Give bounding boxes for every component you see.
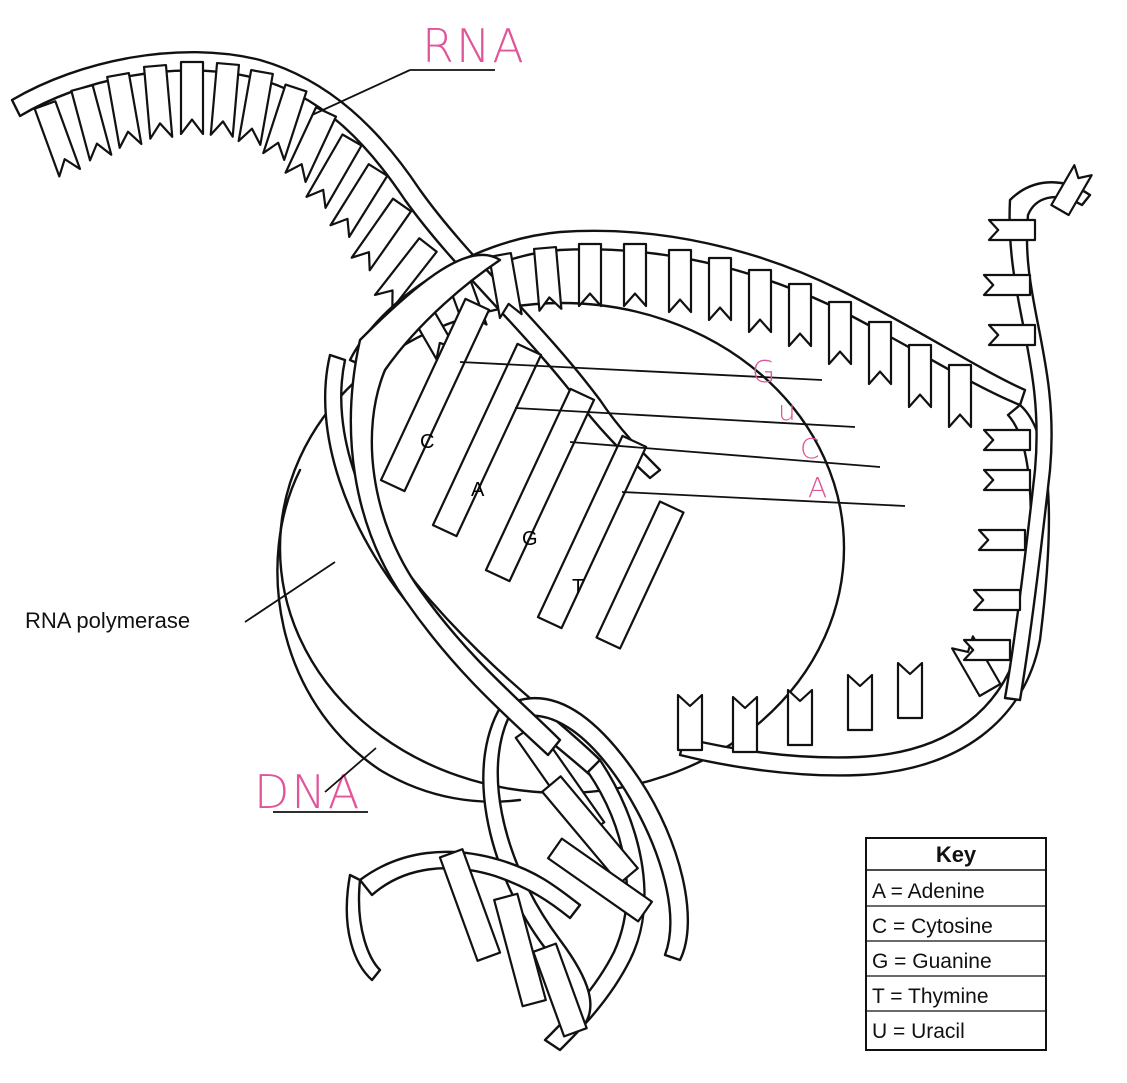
key-box: Key A = Adenine C = Cytosine G = Guanine…	[866, 838, 1046, 1050]
dna-label-group: DNA	[254, 748, 376, 819]
dna-double-helix	[347, 698, 688, 1050]
rna-base-tooth	[107, 73, 141, 148]
key-entry-guanine: G = Guanine	[872, 950, 992, 973]
dna-base-tooth	[789, 284, 811, 346]
dna-label: DNA	[254, 765, 361, 819]
rna-base-tooth	[239, 70, 273, 145]
dna-base-tooth	[869, 322, 891, 384]
dna-base-t: T	[572, 576, 584, 598]
rna-base-tooth	[181, 62, 203, 134]
dna-base-tooth	[678, 695, 702, 750]
dna-base-tooth	[848, 675, 872, 730]
dna-base-tooth	[984, 275, 1030, 295]
rna-answer-g: G	[752, 355, 775, 390]
dna-base-tooth	[579, 244, 601, 306]
dna-base-c: C	[420, 431, 434, 453]
dna-base-tooth	[974, 590, 1020, 610]
rna-answer-c: C	[800, 432, 820, 465]
dna-base-tooth	[898, 663, 922, 718]
rna-base-tooth	[211, 63, 239, 137]
dna-base-tooth	[624, 244, 646, 306]
rna-base-answers: G u C A	[752, 355, 827, 504]
dna-base-tooth	[733, 697, 757, 752]
dna-base-tooth	[979, 530, 1025, 550]
rna-answer-u: u	[778, 394, 796, 427]
key-entry-thymine: T = Thymine	[872, 985, 989, 1008]
dna-base-tooth	[989, 220, 1035, 240]
key-entry-cytosine: C = Cytosine	[872, 915, 993, 938]
key-entry-adenine: A = Adenine	[872, 880, 985, 903]
dna-base-tooth	[984, 470, 1030, 490]
rna-polymerase-label: RNA polymerase	[25, 608, 190, 633]
rna-base-tooth	[35, 101, 80, 176]
dna-base-tooth	[909, 345, 931, 407]
rna-base-tooth	[144, 65, 172, 139]
dna-base-a: A	[471, 479, 485, 501]
dna-base-g: G	[522, 528, 538, 550]
dna-base-tooth	[949, 365, 971, 427]
dna-base-tooth	[989, 325, 1035, 345]
dna-base-tooth	[534, 247, 561, 311]
rna-base-tooth	[71, 85, 111, 160]
rna-answer-a: A	[808, 471, 827, 504]
rna-label: RNA	[422, 19, 526, 73]
dna-base-tooth	[709, 258, 731, 320]
rna-label-group: RNA	[312, 19, 526, 115]
dna-base-tooth	[669, 250, 691, 312]
key-title: Key	[936, 842, 977, 867]
dna-base-tooth	[788, 690, 812, 745]
dna-base-tooth	[829, 302, 851, 364]
dna-right-strand	[964, 165, 1092, 700]
dna-base-tooth	[749, 270, 771, 332]
key-entry-uracil: U = Uracil	[872, 1020, 965, 1043]
polymerase-label-group: RNA polymerase	[25, 562, 335, 633]
dna-base-tooth	[984, 430, 1030, 450]
